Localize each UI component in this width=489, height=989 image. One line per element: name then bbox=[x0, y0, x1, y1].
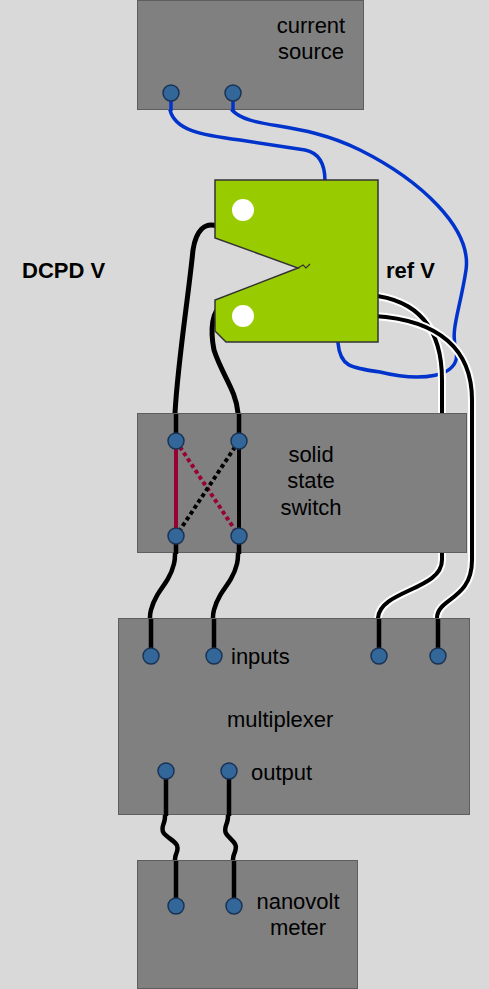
switch-path bbox=[237, 441, 241, 536]
pin-hole bbox=[232, 305, 254, 327]
switch-path bbox=[176, 441, 239, 536]
terminal bbox=[226, 898, 242, 914]
signal-wire bbox=[162, 815, 177, 860]
box-label: nanovolt meter bbox=[246, 889, 350, 942]
terminal bbox=[143, 648, 159, 664]
terminal bbox=[371, 648, 387, 664]
terminal bbox=[231, 433, 247, 449]
switch-box: solid state switch bbox=[137, 413, 467, 553]
terminal bbox=[168, 433, 184, 449]
terminal bbox=[168, 898, 184, 914]
signal-wire bbox=[225, 815, 236, 860]
box-label: inputs bbox=[231, 644, 290, 670]
terminal bbox=[430, 648, 446, 664]
terminal bbox=[231, 528, 247, 544]
multiplexer-box: inputs multiplexer output bbox=[118, 618, 470, 815]
switch-path bbox=[174, 441, 178, 536]
pin-hole bbox=[232, 199, 254, 221]
terminal bbox=[225, 85, 241, 101]
crack bbox=[298, 264, 310, 268]
terminal bbox=[163, 85, 179, 101]
terminal bbox=[206, 648, 222, 664]
specimen bbox=[215, 180, 378, 342]
box-label: multiplexer bbox=[227, 707, 333, 733]
box-label: output bbox=[251, 760, 312, 786]
probe-wire bbox=[175, 225, 217, 413]
terminal bbox=[221, 763, 237, 779]
terminal bbox=[168, 528, 184, 544]
box-label: solid state switch bbox=[266, 442, 356, 521]
signal-label: DCPD V bbox=[20, 258, 107, 284]
terminal bbox=[158, 763, 174, 779]
current-source-box: current source bbox=[137, 0, 364, 110]
meter-box: nanovolt meter bbox=[137, 860, 358, 989]
signal-wire bbox=[150, 553, 175, 618]
switch-path bbox=[176, 441, 239, 536]
box-label: current source bbox=[266, 13, 356, 66]
signal-label: ref V bbox=[384, 258, 437, 284]
signal-wire bbox=[213, 553, 238, 618]
specimen-body bbox=[215, 180, 378, 342]
